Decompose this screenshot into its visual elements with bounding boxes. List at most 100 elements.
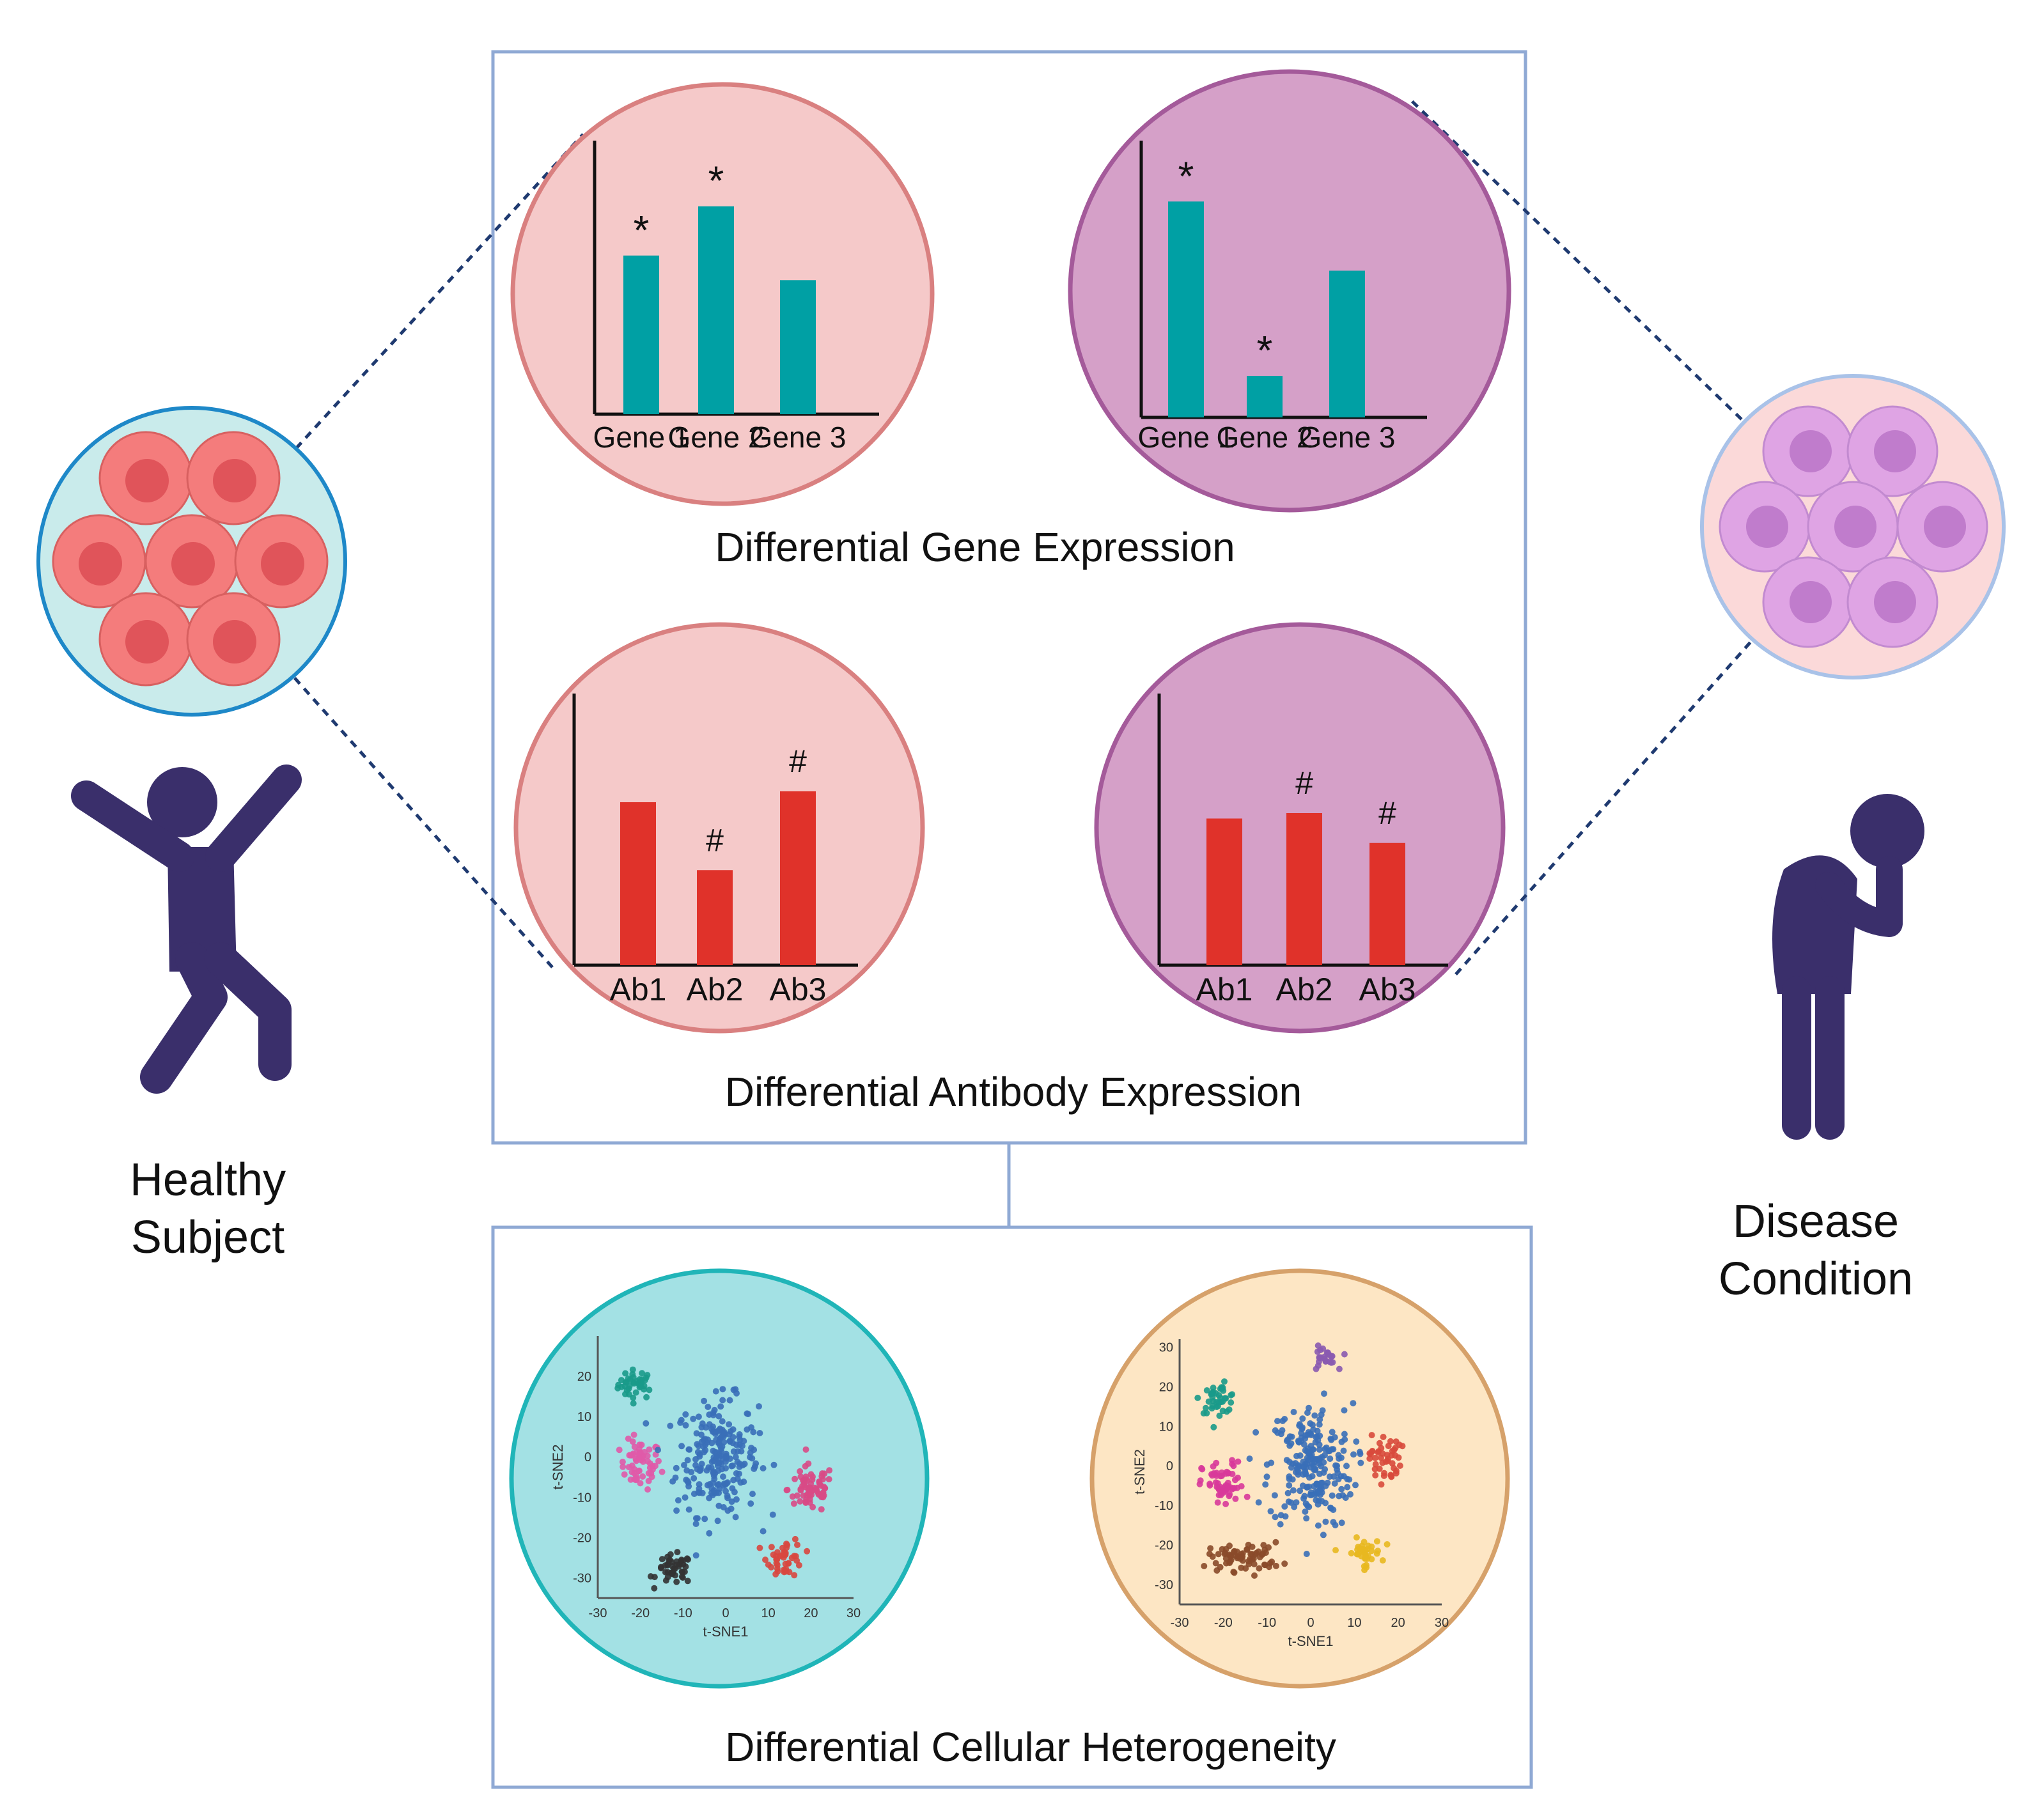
scatter-point [692,1456,699,1463]
scatter-point [1226,1560,1233,1567]
healthy-cell-nucleus [261,542,304,586]
scatter-point [732,1454,739,1461]
scatter-point [1221,1378,1228,1385]
cluster-2 [643,1386,777,1559]
scatter-point [797,1486,804,1493]
scatter-point [1263,1473,1270,1480]
scatter-point [720,1473,726,1480]
scatter-point [1316,1460,1323,1467]
scatter-point [708,1425,715,1432]
scatter-point [1330,1473,1337,1480]
scatter-point [685,1506,692,1513]
tick-label: Gene 1 [1138,421,1235,454]
scatter-point [781,1549,788,1556]
scatter-point [726,1397,733,1404]
scatter-point [701,1448,708,1455]
x-axis-label: t-SNE1 [703,1624,749,1640]
y-tick-label: 30 [1159,1340,1173,1354]
scatter-point [690,1475,698,1482]
scatter-point [1313,1365,1320,1372]
scatter-point [1338,1486,1345,1493]
scatter-point [1203,1409,1210,1416]
scatter-point [646,1446,653,1453]
scatter-point [1302,1500,1309,1507]
scatter-point [703,1424,710,1431]
scatter-point [756,1544,763,1551]
scatter-point [1319,1407,1326,1414]
scatter-point [1281,1503,1288,1510]
scatter-point [694,1441,701,1448]
scatter-point [1221,1551,1228,1558]
scatter-point [715,1467,722,1474]
scatter-point [1198,1464,1205,1471]
scatter-point [715,1439,722,1446]
scatter-point [1304,1431,1311,1438]
antibody-healthy-circle [513,622,925,1034]
scatter-point [1282,1513,1289,1520]
scatter-point [715,1459,722,1466]
scatter-point [785,1560,792,1567]
scatter-point [1331,1480,1338,1487]
y-tick-label: -30 [1155,1578,1173,1592]
y-axis-label: t-SNE2 [1132,1449,1148,1494]
scatter-point [1222,1500,1229,1507]
scatter-point [678,1556,685,1564]
y-tick-label: 10 [1159,1420,1173,1434]
gene-disease-chart: Gene 1*Gene 2*Gene 3 [1138,141,1427,454]
tick-label: Ab3 [1359,972,1416,1007]
cluster-0 [1194,1378,1236,1431]
scatter-point [749,1491,756,1498]
cluster-0 [614,1366,653,1407]
tsne-healthy-circle [509,1268,930,1689]
scatter-point [804,1548,811,1555]
scatter-point [1340,1447,1347,1454]
scatter-point [630,1431,637,1438]
scatter-point [698,1438,705,1445]
scatter-point [1316,1432,1323,1440]
scatter-point [726,1421,733,1428]
scatter-point [730,1477,737,1484]
scatter-point [712,1388,719,1395]
scatter-point [1297,1452,1304,1459]
scatter-point [1277,1431,1284,1438]
scatter-point [1261,1546,1268,1553]
scatter-point [1281,1560,1288,1567]
scatter-point [1393,1438,1400,1445]
scatter-point [826,1467,833,1474]
x-tick-label: 10 [761,1606,776,1620]
scatter-point [769,1511,776,1518]
disease-cell-nucleus [1834,506,1876,548]
scatter-point [765,1561,772,1568]
scatter-point [1310,1426,1317,1433]
disease-label-line1: Disease [1733,1196,1899,1247]
scatter-point [1268,1558,1276,1565]
scatter-point [672,1474,679,1481]
healthy-cell-nucleus [213,459,256,502]
scatter-point [1364,1546,1371,1553]
scatter-point [1388,1452,1395,1459]
healthy-label-line2: Subject [131,1212,285,1263]
scatter-point [682,1422,689,1429]
scatter-point [1219,1385,1226,1391]
x-tick-label: -10 [674,1606,692,1620]
bar-gene-3 [1329,270,1365,417]
scatter-point [639,1370,646,1377]
tick-label: Ab1 [1196,972,1253,1007]
scatter-point [1353,1438,1360,1445]
scatter-point [1316,1421,1323,1428]
scatter-point [797,1468,804,1475]
scatter-point [774,1565,781,1572]
scatter-point [1320,1345,1327,1352]
tick-label: Ab2 [687,972,744,1007]
scatter-point [1272,1539,1279,1546]
scatter-point [1218,1469,1225,1476]
scatter-point [690,1491,698,1497]
scatter-point [714,1482,721,1489]
scatter-point [792,1475,799,1482]
scatter-point [1303,1551,1310,1557]
scatter-point [685,1483,692,1490]
scatter-point [791,1572,798,1579]
tick-label: Ab1 [610,972,667,1007]
scatter-point [636,1441,643,1448]
